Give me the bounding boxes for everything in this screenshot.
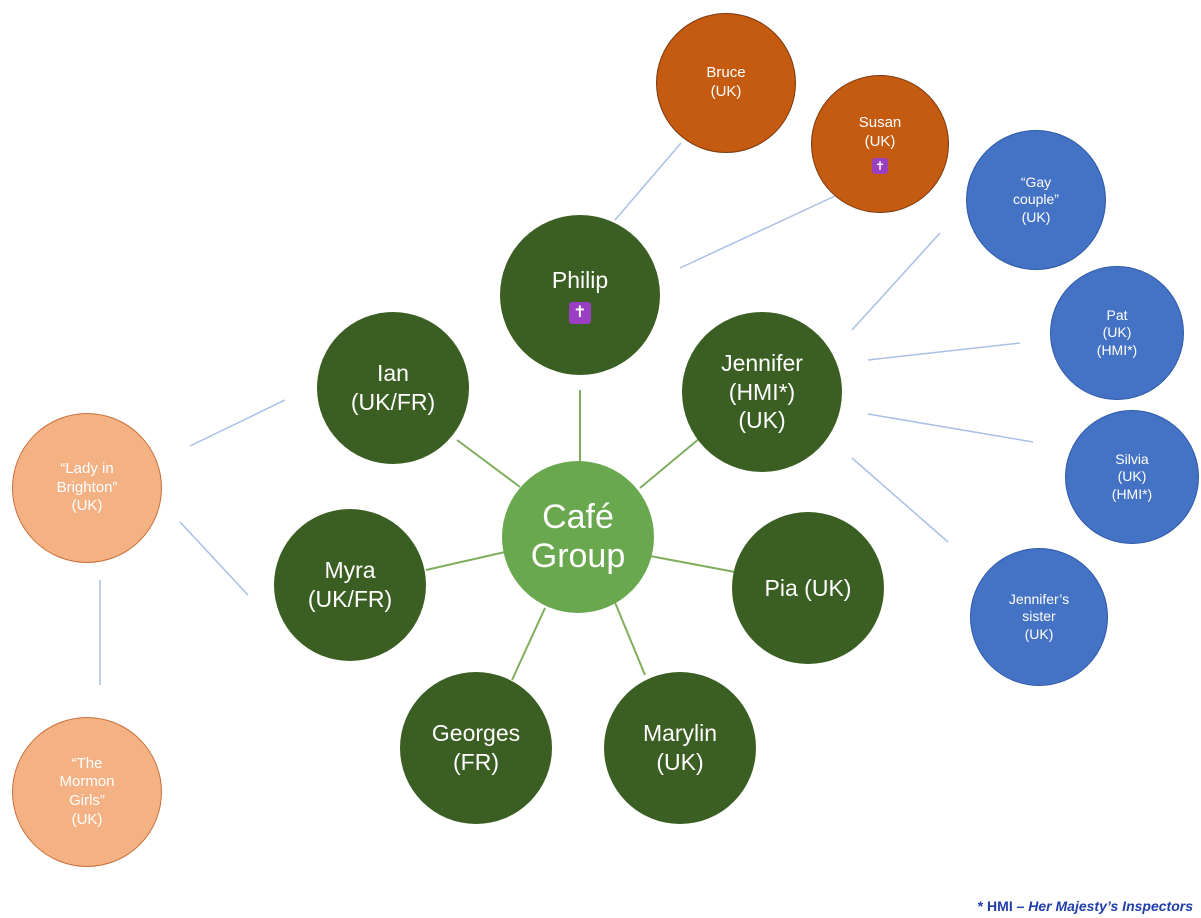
node-susan-line: Susan bbox=[858, 114, 902, 132]
node-susan: Susan(UK) ✝ bbox=[811, 75, 949, 213]
node-jennifer-line: Jennifer bbox=[721, 349, 803, 376]
node-mormon-girls-line: Girls” bbox=[69, 792, 105, 809]
node-lady-in-brighton-line: “Lady in bbox=[60, 459, 114, 477]
edge-jennifer-sister bbox=[851, 457, 949, 543]
node-mormon-girls-line: (UK) bbox=[71, 810, 103, 828]
edge-philip-bruce bbox=[614, 142, 682, 221]
node-jennifer-line: (UK) bbox=[738, 407, 786, 434]
node-jennifers-sister-line: (UK) bbox=[1024, 625, 1054, 642]
node-bruce-line: Bruce bbox=[706, 64, 746, 82]
node-philip-line: Philip bbox=[551, 266, 609, 293]
node-ian-line: Ian bbox=[377, 360, 409, 387]
node-gay-couple-line: “Gay bbox=[1020, 173, 1052, 190]
cross-icon: ✝ bbox=[569, 302, 591, 325]
node-philip: Philip ✝ bbox=[500, 215, 660, 375]
node-marylin-line: Marylin bbox=[642, 720, 718, 747]
node-georges: Georges(FR) bbox=[400, 672, 552, 824]
node-ian: Ian(UK/FR) bbox=[317, 312, 469, 464]
edge-hub-jennifer bbox=[639, 437, 701, 489]
node-silvia-line: (UK) bbox=[1117, 468, 1147, 485]
edge-jennifer-pat bbox=[867, 342, 1021, 361]
node-myra-line: Myra bbox=[324, 557, 376, 584]
node-georges-line: (FR) bbox=[453, 749, 499, 775]
cross-icon: ✝ bbox=[872, 157, 888, 174]
edge-hub-pia bbox=[649, 555, 736, 573]
node-jennifers-sister-line: sister bbox=[1022, 608, 1056, 625]
node-bruce-line: (UK) bbox=[710, 83, 742, 100]
node-lady-in-brighton-line: (UK) bbox=[71, 497, 103, 515]
node-gay-couple-line: (UK) bbox=[1021, 208, 1051, 225]
node-pat-line: (UK) bbox=[1102, 324, 1132, 341]
node-pat-line: Pat bbox=[1106, 306, 1128, 323]
edge-philip-susan bbox=[679, 195, 836, 269]
footnote-prefix: * HMI – bbox=[977, 898, 1029, 914]
node-bruce: Bruce(UK) bbox=[656, 13, 796, 153]
edge-jennifer-gay-couple bbox=[851, 232, 941, 331]
node-ian-line: (UK/FR) bbox=[350, 389, 436, 415]
footnote: * HMI – Her Majesty’s Inspectors bbox=[978, 898, 1193, 914]
edge-hub-ian bbox=[456, 439, 521, 488]
node-hub-line: Café bbox=[542, 497, 614, 536]
node-pat-line: (HMI*) bbox=[1096, 341, 1138, 358]
node-lady-in-brighton-line: Brighton” bbox=[56, 478, 118, 496]
node-silvia-line: (HMI*) bbox=[1111, 485, 1153, 502]
node-myra-line: (UK/FR) bbox=[307, 586, 393, 612]
node-gay-couple-line: couple” bbox=[1013, 191, 1059, 208]
node-marylin-line: (UK) bbox=[656, 749, 704, 775]
edge-hub-georges bbox=[511, 607, 546, 681]
node-silvia: Silvia(UK)(HMI*) bbox=[1065, 410, 1199, 544]
node-georges-line: Georges bbox=[431, 720, 521, 747]
node-marylin: Marylin(UK) bbox=[604, 672, 756, 824]
node-pat: Pat(UK)(HMI*) bbox=[1050, 266, 1184, 400]
edge-ian-lady bbox=[189, 399, 286, 447]
node-mormon-girls-line: Mormon bbox=[59, 773, 115, 791]
edge-hub-myra bbox=[425, 551, 506, 571]
edge-myra-lady bbox=[179, 521, 249, 596]
node-jennifer-line: (HMI*) bbox=[728, 378, 796, 405]
node-pia-line: Pia (UK) bbox=[764, 574, 852, 601]
footnote-text: Her Majesty’s Inspectors bbox=[1028, 898, 1193, 914]
node-hub-line: Group bbox=[530, 537, 626, 575]
node-jennifers-sister-line: Jennifer’s bbox=[1008, 590, 1070, 607]
node-jennifer: Jennifer(HMI*)(UK) bbox=[682, 312, 842, 472]
node-myra: Myra(UK/FR) bbox=[274, 509, 426, 661]
node-mormon-girls-line: “The bbox=[71, 754, 103, 772]
node-susan-line: (UK) bbox=[864, 133, 896, 150]
node-pia: Pia (UK) bbox=[732, 512, 884, 664]
node-silvia-line: Silvia bbox=[1115, 450, 1149, 467]
edge-jennifer-silvia bbox=[867, 413, 1034, 443]
edge-hub-marylin bbox=[613, 599, 646, 676]
